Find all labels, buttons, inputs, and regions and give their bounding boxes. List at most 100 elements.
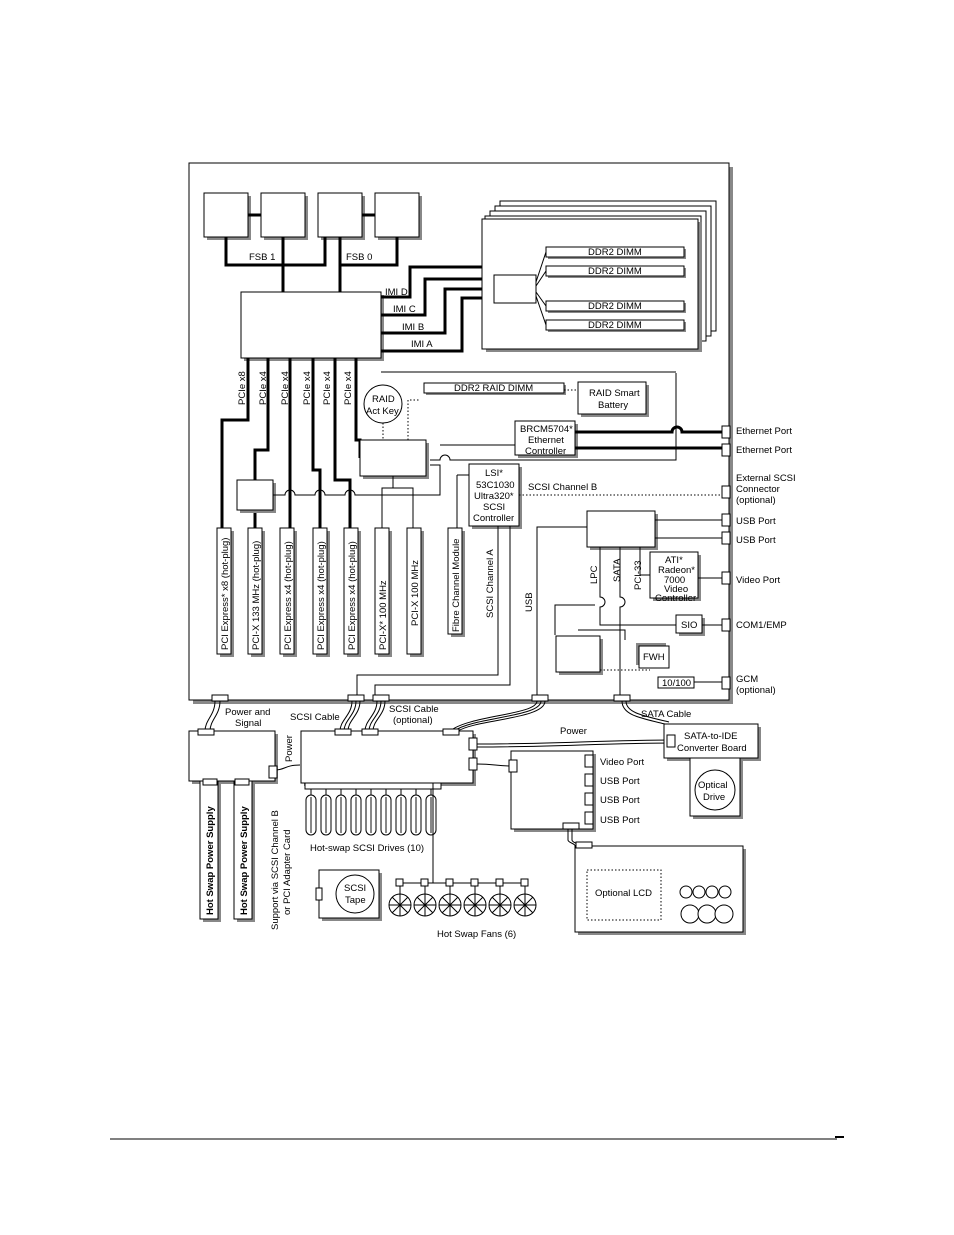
- com1-port[interactable]: [721, 618, 731, 632]
- slot-6-label: PCI-X* 100 MHz: [378, 580, 389, 650]
- scsi-tape-label-2: Tape: [345, 895, 366, 906]
- power-supply-1-label: Hot Swap Power Supply: [205, 806, 216, 915]
- sata-ide-label-1: SATA-to-IDE: [684, 731, 738, 742]
- lcd-button-3[interactable]: [705, 885, 719, 899]
- slot-4: [312, 527, 328, 655]
- support-note-2: or PCI Adapter Card: [282, 829, 293, 915]
- lcd-buttons: [679, 885, 734, 924]
- dimm-4-label: DDR2 DIMM: [588, 320, 642, 331]
- ethernet-port-1-label: Ethernet Port: [736, 426, 792, 437]
- slot-5: [343, 527, 359, 655]
- dimm-3-label: DDR2 DIMM: [588, 301, 642, 312]
- hot-swap-drives-label: Hot-swap SCSI Drives (10): [310, 843, 424, 854]
- memory-buffer: [493, 274, 537, 304]
- scsi-backplane: [300, 730, 474, 784]
- video-port[interactable]: [721, 571, 731, 585]
- fsb0-label: FSB 0: [346, 252, 372, 263]
- front-usb-port-2[interactable]: [584, 792, 594, 806]
- power-label-2: Power: [560, 726, 587, 737]
- slot-1: [216, 527, 232, 655]
- imi-d-label: IMI D: [385, 287, 408, 298]
- slot-1-label: PCI Express* x8 (hot-plug): [220, 538, 231, 650]
- scsi-connector-a: [347, 694, 365, 702]
- power-supply-2-label: Hot Swap Power Supply: [239, 806, 250, 915]
- support-note-1: Support via SCSI Channel B: [270, 810, 281, 930]
- sio: [675, 614, 703, 634]
- pci33-label: PCI-33: [633, 560, 644, 590]
- fibre-channel-slot: [447, 527, 463, 635]
- ethernet-port-1[interactable]: [721, 425, 731, 439]
- fwh-label: FWH: [643, 652, 665, 663]
- memory-cards: DDR2 DIMM DDR2 DIMM DDR2 DIMM DDR2 DIMM: [481, 200, 717, 352]
- front-panel-board: [510, 750, 594, 830]
- cpu-4: [374, 192, 420, 238]
- north-bridge: [240, 291, 382, 359]
- optional-lcd-label: Optional LCD: [595, 888, 652, 899]
- ddr2-raid-dimm-label: DDR2 RAID DIMM: [454, 383, 533, 394]
- brcm-label-2: Ethernet: [528, 435, 564, 446]
- slot-7: [406, 527, 422, 655]
- usb-port-2[interactable]: [721, 531, 731, 545]
- fsb1-label: FSB 1: [249, 252, 275, 263]
- bmc: [555, 635, 601, 673]
- external-scsi-connector[interactable]: [721, 485, 731, 499]
- lsi-label-4: SCSI: [483, 502, 505, 513]
- power-signal-connector: [211, 694, 229, 702]
- ethernet-controller: [514, 420, 576, 456]
- sata-ide-board: [663, 723, 759, 759]
- usb-connector: [531, 694, 549, 702]
- lcd-button-7[interactable]: [714, 904, 734, 924]
- lcd-button-1[interactable]: [679, 885, 693, 899]
- front-usb-port-1-label: USB Port: [600, 776, 640, 787]
- scsi-channel-a-label: SCSI Channel A: [485, 549, 496, 618]
- lcd-button-4[interactable]: [718, 885, 732, 899]
- pcie-x8-label: PCIe x8: [237, 371, 248, 405]
- scsi-channel-b-label: SCSI Channel B: [528, 482, 597, 493]
- dimm-2-label: DDR2 DIMM: [588, 266, 642, 277]
- hot-swap-drives: [304, 782, 442, 836]
- optional-lcd: [586, 869, 662, 921]
- ati-label-5: Controller: [655, 593, 696, 604]
- slot-3-label: PCI Express x4 (hot-plug): [283, 541, 294, 650]
- slot-3: [279, 527, 295, 655]
- 10-100-label: 10/100: [662, 678, 691, 689]
- hot-swap-fans: [388, 878, 537, 917]
- video-controller: [649, 551, 699, 599]
- slot-4-label: PCI Express x4 (hot-plug): [316, 541, 327, 650]
- lsi-label-1: LSI*: [485, 468, 503, 479]
- pcie-x4-label-4: PCIe x4: [322, 371, 333, 405]
- front-usb-port-1[interactable]: [584, 773, 594, 787]
- ati-label-4: Video: [664, 584, 688, 595]
- ext-scsi-label-2: Connector: [736, 484, 780, 495]
- lcd-button-6[interactable]: [697, 904, 717, 924]
- front-video-port-label: Video Port: [600, 757, 645, 768]
- processors: [203, 192, 422, 240]
- cpu-1: [203, 192, 249, 238]
- pcie-x4-label-1: PCIe x4: [258, 371, 269, 405]
- usb-port-2-label: USB Port: [736, 535, 776, 546]
- lcd-button-2[interactable]: [692, 885, 706, 899]
- sata-ide-label-2: Converter Board: [677, 743, 747, 754]
- scsi-cable-opt-label-1: SCSI Cable: [389, 704, 439, 715]
- pcie-x4-label-3: PCIe x4: [302, 371, 313, 405]
- front-usb-port-3[interactable]: [584, 811, 594, 825]
- scsi-connector-b: [372, 694, 390, 702]
- front-video-port[interactable]: [584, 754, 594, 768]
- imi-b-label: IMI B: [402, 322, 424, 333]
- raid-battery: [577, 381, 647, 415]
- raid-key-label-2: Act Key: [366, 406, 399, 417]
- usb-port-1[interactable]: [721, 513, 731, 527]
- sata-label: SATA: [612, 558, 623, 582]
- sata-connector: [613, 694, 631, 702]
- ati-label-3: 7000: [664, 575, 685, 586]
- brcm-label-3: Controller: [525, 446, 566, 457]
- slot-6: [374, 527, 390, 655]
- slot-7-label: PCI-X 100 MHz: [410, 560, 421, 626]
- raid-key-label-1: RAID: [372, 394, 395, 405]
- lsi-label-5: Controller: [473, 513, 514, 524]
- ddr2-raid-dimm: [423, 382, 565, 394]
- gcm-connector[interactable]: [721, 676, 731, 690]
- ethernet-port-2[interactable]: [721, 443, 731, 457]
- lcd-button-5[interactable]: [680, 904, 700, 924]
